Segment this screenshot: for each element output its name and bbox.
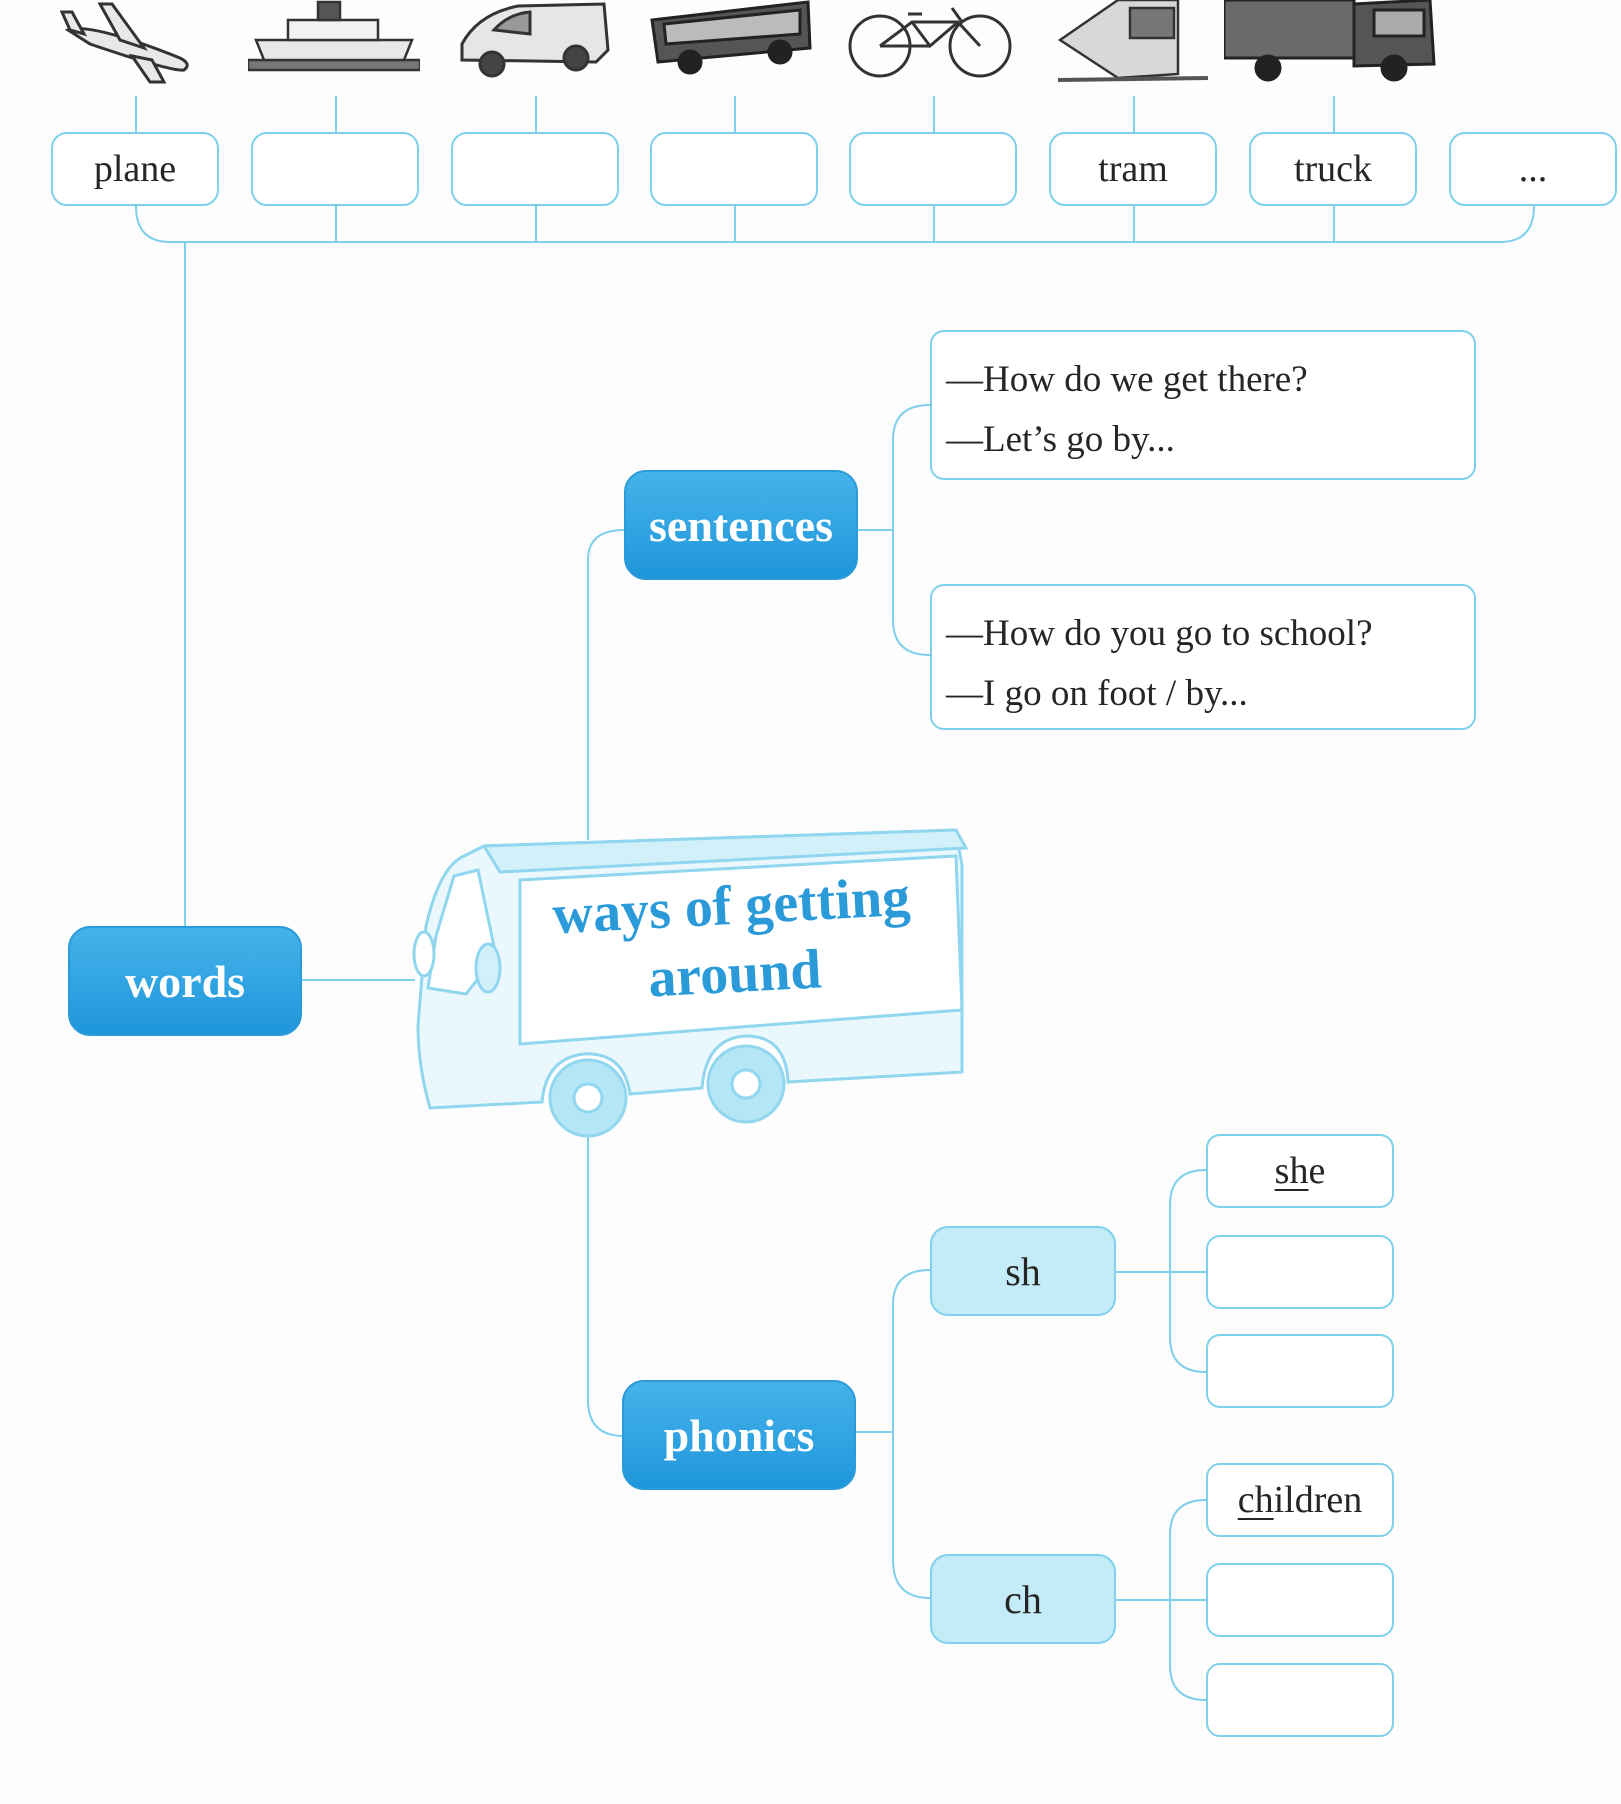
phonics-sh-node: sh [930, 1226, 1116, 1316]
ch-rest: ildren [1273, 1479, 1363, 1521]
ch-example-children: children [1206, 1463, 1394, 1537]
sh-example-blank-2[interactable] [1206, 1334, 1394, 1408]
words-label: words [124, 955, 246, 1007]
word-box-blank-1[interactable] [251, 132, 419, 206]
word-box-truck: truck [1249, 132, 1417, 206]
plane-icon [60, 2, 189, 84]
word-box-more: ... [1449, 132, 1617, 206]
sh-rest: e [1308, 1150, 1326, 1192]
word-label: truck [1293, 148, 1373, 190]
bus-icon [650, 0, 812, 75]
phonics-node: phonics [622, 1380, 856, 1490]
truck-icon [1224, 0, 1436, 82]
sh-label: sh [1005, 1248, 1041, 1294]
bus-title: ways of getting around [550, 865, 912, 1010]
word-box-tram: tram [1049, 132, 1217, 206]
sentence-line: —Let’s go by... [946, 419, 1175, 460]
sentences-node: sentences [624, 470, 858, 580]
word-box-blank-3[interactable] [650, 132, 818, 206]
word-label: tram [1098, 148, 1168, 190]
word-label: ... [1518, 148, 1548, 190]
sh-underline: sh [1274, 1150, 1309, 1192]
word-label: plane [93, 148, 177, 190]
sentences-label: sentences [649, 499, 833, 551]
sentence-box-1: —How do we get there? —Let’s go by... [930, 330, 1476, 480]
sh-example-blank-1[interactable] [1206, 1235, 1394, 1309]
words-node: words [68, 926, 302, 1036]
sentence-line: —How do we get there? [946, 359, 1308, 400]
ch-underline: ch [1237, 1479, 1274, 1521]
word-box-blank-2[interactable] [451, 132, 619, 206]
ch-example-blank-1[interactable] [1206, 1563, 1394, 1637]
word-box-blank-4[interactable] [849, 132, 1017, 206]
word-box-plane: plane [51, 132, 219, 206]
sh-example-she: she [1206, 1134, 1394, 1208]
phonics-label: phonics [663, 1409, 815, 1461]
bike-icon [848, 7, 1012, 78]
bus-illustration [412, 828, 969, 1138]
sentence-line: —How do you go to school? [946, 613, 1373, 654]
sentence-line: —I go on foot / by... [946, 673, 1248, 714]
tram-icon [1058, 0, 1208, 82]
ch-example-blank-2[interactable] [1206, 1663, 1394, 1737]
ship-icon [248, 0, 420, 72]
car-icon [460, 2, 610, 78]
sentence-box-2: —How do you go to school? —I go on foot … [930, 584, 1476, 730]
phonics-ch-node: ch [930, 1554, 1116, 1644]
ch-label: ch [1004, 1576, 1042, 1622]
